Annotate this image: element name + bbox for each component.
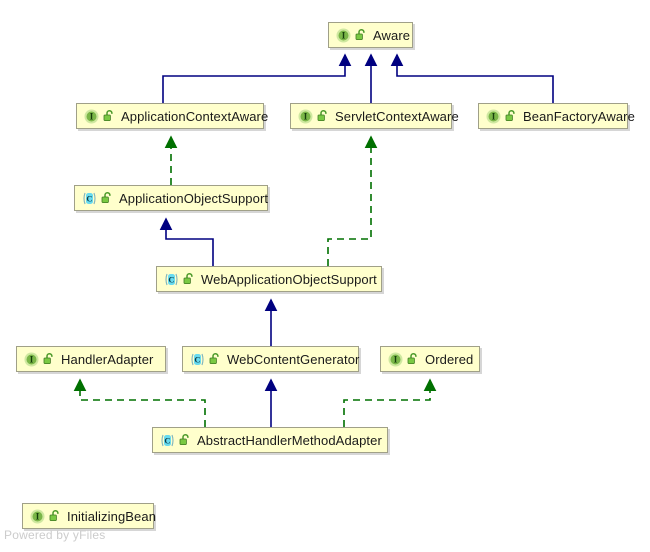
edge-layer [73,53,554,427]
edge-implements [343,378,437,427]
yfiles-watermark: Powered by yFiles [4,528,106,542]
interface-icon: I [486,109,501,124]
edge-implements [327,135,378,266]
node-handleradapter[interactable]: I HandlerAdapter [16,346,166,372]
svg-text:C: C [168,274,174,284]
public-visibility-icon [100,191,113,205]
node-label: InitializingBean [67,508,157,524]
svg-text:C: C [86,193,92,203]
interface-icon: I [336,28,351,43]
edge-extends [390,53,554,103]
public-visibility-icon [504,109,517,123]
public-visibility-icon [182,272,195,286]
node-initializingbean[interactable]: I InitializingBean [22,503,157,529]
node-webappobjsupport[interactable]: C WebApplicationObjectSupport [156,266,382,292]
public-visibility-icon [178,433,191,447]
node-appctxaware[interactable]: I ApplicationContextAware [76,103,268,129]
svg-text:I: I [90,111,94,121]
interface-icon: I [298,109,313,124]
node-ordered[interactable]: I Ordered [380,346,480,372]
node-label: AbstractHandlerMethodAdapter [197,432,382,448]
interface-icon: I [24,352,39,367]
edge-extends [162,53,352,103]
node-label: ApplicationObjectSupport [119,190,269,206]
node-servletctxaware[interactable]: I ServletContextAware [290,103,459,129]
public-visibility-icon [354,28,367,42]
public-visibility-icon [48,509,61,523]
public-visibility-icon [406,352,419,366]
node-label: WebContentGenerator [227,351,360,367]
node-webcontentgen[interactable]: C WebContentGenerator [182,346,359,372]
node-beanfactoryaware[interactable]: I BeanFactoryAware [478,103,635,129]
node-aware[interactable]: I Aware [328,22,413,48]
svg-text:C: C [164,435,170,445]
svg-text:I: I [342,30,346,40]
class-icon: C [164,272,179,287]
svg-text:I: I [492,111,496,121]
svg-text:I: I [36,511,40,521]
public-visibility-icon [102,109,115,123]
node-appobjsupport[interactable]: C ApplicationObjectSupport [74,185,268,211]
node-label: HandlerAdapter [61,351,154,367]
class-icon: C [160,433,175,448]
node-label: ServletContextAware [335,108,459,124]
public-visibility-icon [42,352,55,366]
public-visibility-icon [208,352,221,366]
interface-icon: I [30,509,45,524]
svg-text:C: C [194,354,200,364]
node-label: WebApplicationObjectSupport [201,271,377,287]
svg-text:I: I [304,111,308,121]
svg-text:I: I [30,354,34,364]
node-abstracthma[interactable]: C AbstractHandlerMethodAdapter [152,427,388,453]
node-label: Ordered [425,351,474,367]
node-label: Aware [373,27,411,43]
class-icon: C [190,352,205,367]
edge-implements [73,378,206,427]
svg-text:I: I [394,354,398,364]
node-label: ApplicationContextAware [121,108,269,124]
node-label: BeanFactoryAware [523,108,635,124]
class-icon: C [82,191,97,206]
public-visibility-icon [316,109,329,123]
interface-icon: I [84,109,99,124]
interface-icon: I [388,352,403,367]
edge-extends [159,217,214,266]
